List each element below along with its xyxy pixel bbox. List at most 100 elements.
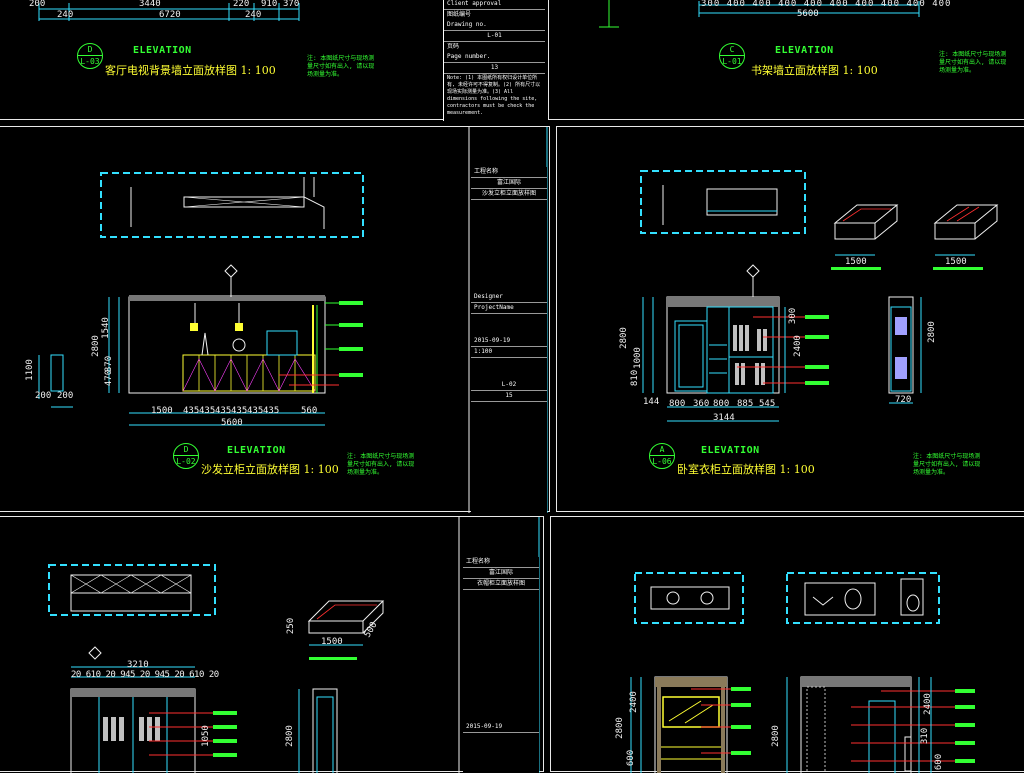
sheet-mid-right: 2800 300 2400 1000 810 144 800 360 800 8… [556,126,1024,512]
dim-label: 2800 [90,335,101,357]
tb-row: 页码 [447,43,460,50]
elevation-marker: D L-02 [173,443,199,469]
dim-row: 300 400 400 400 400 400 400 400 400 400 [701,0,951,9]
cloakroom-drawing [48,517,540,773]
bathroom-drawing [630,572,975,773]
dim-label: 435 [263,406,280,416]
drawing-title: 书架墙立面放样图 1: 100 [751,64,878,77]
dim-label: 435 [199,406,216,416]
dim-total: 5600 [797,9,819,19]
tb-scale: 1:100 [471,347,547,358]
dim-label: 800 [713,399,730,409]
sheet-bot-left: 3210 20 610 20 945 20 945 20 610 20 1500… [0,516,544,773]
dim-label: 810 [630,369,641,387]
dim-total: 3210 [127,660,149,670]
dim-label: 310 [920,727,931,745]
dim-label: 400 [829,0,849,9]
tb-row: Page number. [444,52,545,63]
elevation-heading: ELEVATION [701,445,760,456]
dim-label: 800 [669,399,686,409]
dim-label: 470 [104,369,115,387]
dim-label: 545 [759,399,776,409]
marker-sheet: L-06 [650,455,674,467]
dim-label: 200 [57,391,74,401]
dim-label: 20 [105,670,116,680]
dim-label: 220 [233,0,250,9]
wardrobe-drawing [640,170,999,422]
tb-drawing-no: L-02 [471,380,547,391]
dim-label: 20 [174,670,185,680]
dim-label: 20 [139,670,150,680]
dim-label: 400 [880,0,901,9]
marker-sheet: L-01 [720,55,744,67]
marker-letter: C [729,45,735,54]
marker-sheet: L-02 [174,455,198,467]
drawing-note: 注: 本图纸尺寸与现场测量尺寸如有出入, 请以现场测量为准。 [347,453,415,476]
elevation-marker: A L-06 [649,443,675,469]
drawing-note: 注: 本图纸尺寸与现场测量尺寸如有出入, 请以现场测量为准。 [307,55,375,78]
dim-label: 2800 [926,321,937,343]
dim-label: 400 [855,0,875,9]
tb-date: 2015-09-19 [471,336,547,347]
dim-label: 1500 [151,406,173,416]
tb-row: Drawing no. [444,20,545,31]
elevation-heading: ELEVATION [775,45,834,56]
dim-label: 435 [215,406,232,416]
dim-label: 3440 [139,0,161,9]
dim-label: 6720 [159,10,181,20]
tb-row: 工程名称 [471,167,547,178]
dim-label: 400 [932,0,952,9]
title-block: Client approval 图纸编号 Drawing no. L-01 页码… [443,0,545,121]
drawing-note: 注: 本图纸尺寸与现场测量尺寸如有出入, 请以现场测量为准。 [939,51,1007,74]
dim-label: 20 [208,670,219,680]
dim-label: 600 [626,749,637,767]
dim-label: 885 [737,399,754,409]
dim-label: 2400 [922,693,933,715]
drawing-title: 客厅电视背景墙立面放样图 1: 100 [105,64,276,77]
dim-label: 610 [189,670,204,680]
dim-label: 300 [788,307,799,325]
dim-label: 2400 [628,691,639,713]
tb-row: 图纸编号 [447,11,472,18]
dim-label: 560 [301,406,318,416]
dim-label: 20 [71,670,81,680]
dim-label: 200 [35,391,52,401]
dim-label: 240 [57,10,74,20]
tb-project: 富江国际 [471,178,547,189]
tb-row: ProjectName [471,303,547,314]
dim-label: 1100 [24,359,35,381]
title-block: 工程名称 富江国际 衣帽柜立面放样图 2015-09-19 [463,557,539,773]
dim-label: 945 [154,670,170,680]
drawing-title: 沙发立柜立面放样图 1: 100 [201,463,339,476]
dim-label: 2800 [614,717,625,739]
marker-letter: D [183,445,189,454]
dim-label: 240 [245,10,262,20]
drawing-note: 注: 本图纸尺寸与现场测量尺寸如有出入, 请以现场测量为准。 [913,453,981,476]
dim-label: 2800 [770,725,781,747]
drawing-title: 卧室衣柜立面放样图 1: 100 [677,463,815,476]
dim-label: 144 [643,397,660,407]
dim-label: 400 [778,0,798,9]
elevation-heading: ELEVATION [227,445,286,456]
dim-label: 370 [283,0,300,9]
dim-label: 400 [752,0,772,9]
elevation-heading: ELEVATION [133,45,192,56]
tb-page-no: 13 [444,63,545,74]
tb-row: Designer [471,292,547,303]
dim-label: 300 [701,0,721,9]
dim-label: 945 [120,670,135,680]
dim-label: 1500 [845,257,867,267]
tv-wall-dimension-lines [38,3,300,21]
dim-label: 435 [231,406,248,416]
dim-label: 250 [286,617,297,635]
dim-label: 1500 [945,257,967,267]
dim-label: 400 [906,0,926,9]
title-block: 工程名称 富江国际 沙发立柜立面放样图 Designer ProjectName… [471,167,547,513]
marker-letter: D [87,45,93,54]
dim-label: 610 [85,670,101,680]
dim-label: 2800 [618,327,629,349]
dim-label: 200 [29,0,46,9]
elevation-marker: C L-01 [719,43,745,69]
dim-label: 870 [104,355,115,373]
elevation-marker: D L-03 [77,43,103,69]
